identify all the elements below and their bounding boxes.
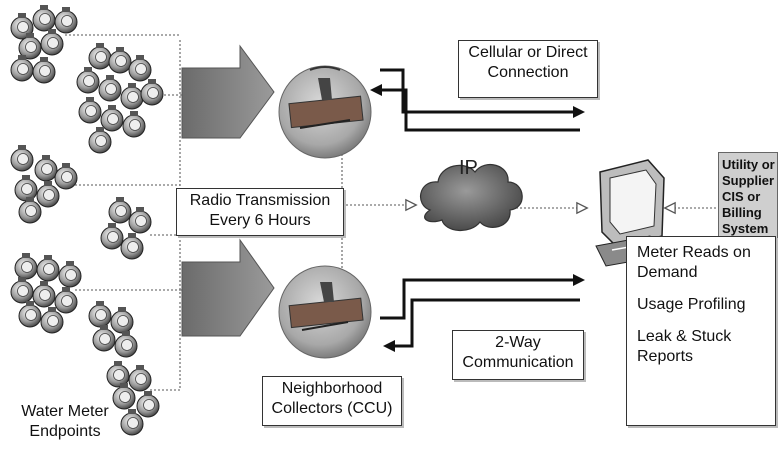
report-usage-profiling-line: Usage Profiling <box>637 296 746 313</box>
neighborhood-collectors-label: Neighborhood Collectors (CCU) <box>262 376 402 426</box>
water-meter-icon <box>34 155 58 182</box>
two-way-label-line-2: Communication <box>462 354 574 371</box>
two-way-lines <box>380 278 580 348</box>
water-meter-icon <box>120 233 144 260</box>
water-meter-icon <box>88 43 112 70</box>
collector-tower-icon <box>278 65 372 159</box>
water-meter-icon <box>36 255 60 282</box>
water-meter-icon <box>18 33 42 60</box>
report-meter-reads-line-2: Demand <box>637 264 698 281</box>
endpoints-label-line-1: Water Meter <box>21 403 109 420</box>
utility-line-5: System <box>722 221 769 236</box>
water-meter-icon <box>110 307 134 334</box>
water-meter-icon <box>108 47 132 74</box>
water-meter-icon <box>140 79 164 106</box>
line-in-bottom <box>392 298 580 348</box>
report-meter-reads-line-1: Meter Reads on <box>637 244 751 261</box>
radio-label-line-1: Radio Transmission <box>189 192 331 209</box>
water-meter-icon <box>10 277 34 304</box>
utility-line-4: Billing <box>722 205 762 220</box>
collectors-label-line-1: Neighborhood <box>281 380 383 397</box>
cellular-connection-label: Cellular or Direct Connection <box>458 40 598 98</box>
water-meter-icon <box>128 207 152 234</box>
water-meter-endpoints <box>10 5 164 436</box>
water-meter-icon <box>32 57 56 84</box>
ip-cloud-icon <box>420 163 523 231</box>
water-meter-icon <box>54 163 78 190</box>
water-meter-icon <box>88 301 112 328</box>
utility-line-3: CIS or <box>722 189 761 204</box>
water-meter-icon <box>14 253 38 280</box>
water-meter-icon <box>136 391 160 418</box>
water-meter-icon <box>128 365 152 392</box>
collector-tower-icon <box>278 265 372 359</box>
water-meter-icon <box>88 127 112 154</box>
two-way-communication-label: 2-Way Communication <box>452 330 584 380</box>
arrowhead <box>573 274 585 286</box>
water-meter-icon <box>106 361 130 388</box>
water-meter-icon <box>128 55 152 82</box>
water-meter-icon <box>32 5 56 32</box>
cellular-label-line-1: Cellular or Direct <box>468 44 588 61</box>
utility-line-2: Supplier <box>722 173 775 188</box>
arrowhead <box>573 106 585 118</box>
water-meter-icon <box>18 197 42 224</box>
water-meter-icon <box>58 261 82 288</box>
water-meter-icon <box>78 97 102 124</box>
line-out-bottom <box>380 278 575 320</box>
water-meter-icon <box>100 223 124 250</box>
report-item-leak-stuck: Leak & Stuck Reports <box>637 327 765 367</box>
arrowhead <box>370 84 382 96</box>
water-meter-icon <box>92 325 116 352</box>
water-meter-icon <box>10 145 34 172</box>
water-meter-icon <box>108 197 132 224</box>
water-meter-icon <box>120 409 144 436</box>
transmission-arrow-icon <box>181 44 275 139</box>
report-leak-line-1: Leak & Stuck <box>637 328 732 345</box>
ip-label: IP <box>459 157 478 179</box>
water-meter-icon <box>40 29 64 56</box>
endpoints-label-line-2: Endpoints <box>29 423 101 440</box>
arrowhead <box>383 340 395 352</box>
water-meter-icon <box>112 383 136 410</box>
water-meter-icon <box>114 331 138 358</box>
water-meter-icon <box>18 301 42 328</box>
water-meter-icon <box>122 111 146 138</box>
water-meter-icon <box>32 281 56 308</box>
water-meter-icon <box>100 105 124 132</box>
water-meter-icon <box>76 67 100 94</box>
water-meter-icon <box>54 287 78 314</box>
water-meter-icon <box>10 55 34 82</box>
water-meter-icon <box>120 83 144 110</box>
radio-transmission-label: Radio Transmission Every 6 Hours <box>176 188 344 236</box>
cellular-lines <box>378 68 580 132</box>
water-meter-endpoints-label: Water Meter Endpoints <box>10 402 120 442</box>
link-cluster-f <box>150 300 181 391</box>
report-leak-line-2: Reports <box>637 348 694 365</box>
line-in-top <box>378 88 580 132</box>
water-meter-icon <box>14 175 38 202</box>
cellular-label-line-2: Connection <box>487 64 569 81</box>
transmission-arrow-icon <box>181 238 275 337</box>
water-meter-icon <box>40 307 64 334</box>
reports-box: Meter Reads on Demand Usage Profiling Le… <box>626 236 776 426</box>
collectors-label-line-2: Collectors (CCU) <box>271 400 393 417</box>
two-way-label-line-1: 2-Way <box>495 334 541 351</box>
report-item-usage-profiling: Usage Profiling <box>637 295 765 315</box>
report-item-meter-reads: Meter Reads on Demand <box>637 243 765 283</box>
water-meter-icon <box>36 181 60 208</box>
radio-label-line-2: Every 6 Hours <box>209 212 311 229</box>
water-meter-icon <box>54 7 78 34</box>
water-meter-icon <box>98 75 122 102</box>
utility-line-1: Utility or <box>722 157 775 172</box>
